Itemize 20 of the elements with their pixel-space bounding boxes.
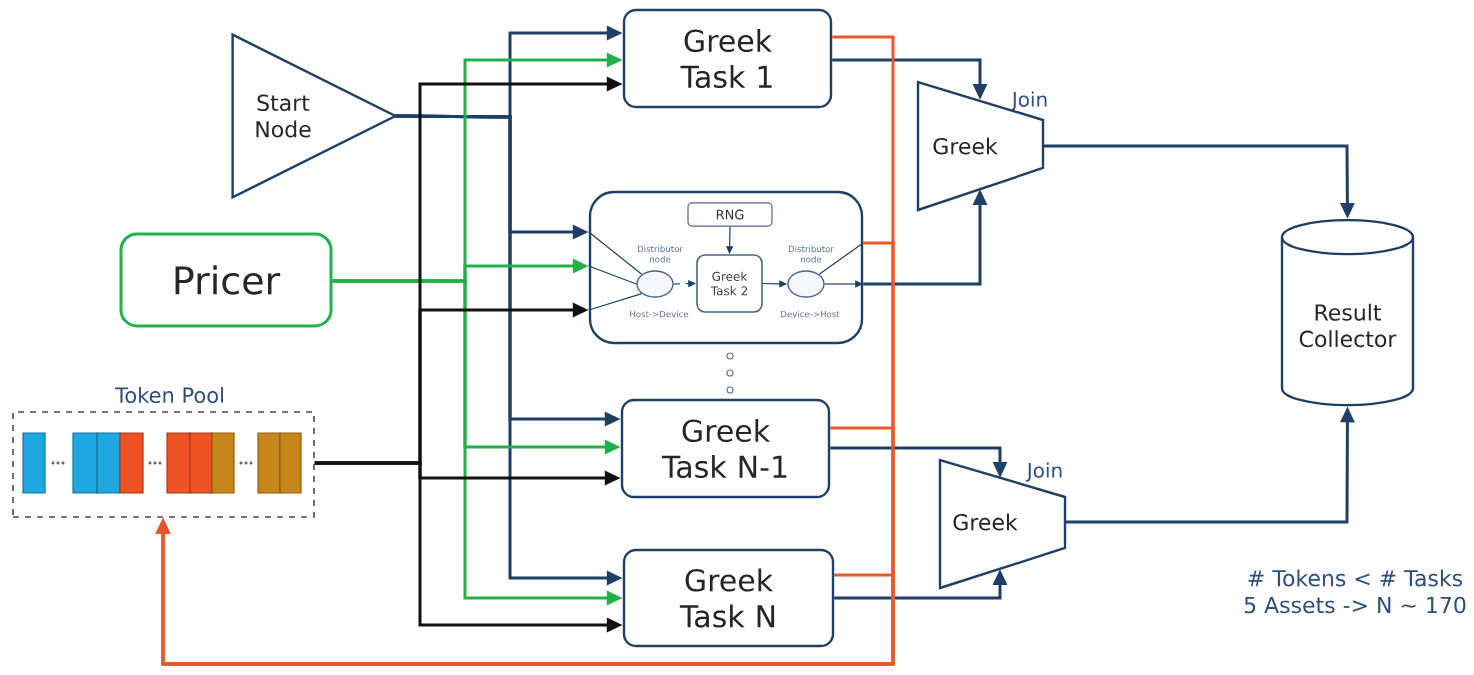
token-pool-box: Token Pool bbox=[12, 386, 315, 518]
task-box: Greek Task 2 bbox=[696, 254, 763, 313]
distributor-circle bbox=[636, 270, 674, 298]
note-text: # Tokens < # Tasks bbox=[1248, 569, 1463, 587]
task-box: Greek Task 1 bbox=[622, 8, 833, 109]
task-box: Greek Task N bbox=[622, 548, 835, 648]
collector-cylinder: Result Collector bbox=[1280, 218, 1415, 407]
caption-text: Device->Host bbox=[781, 310, 840, 318]
pricer-box: Pricer bbox=[119, 232, 333, 328]
task-box: Greek Task N-1 bbox=[620, 398, 831, 499]
rng-box: RNG bbox=[687, 202, 773, 227]
join-label: Join bbox=[1025, 462, 1062, 482]
distributor-circle bbox=[787, 270, 825, 298]
caption-text: Distributor node bbox=[637, 245, 683, 263]
caption-text: Distributor node bbox=[788, 245, 834, 263]
note-text: 5 Assets -> N ~ 170 bbox=[1244, 596, 1466, 614]
join-label: Join bbox=[1010, 91, 1047, 111]
container-box bbox=[588, 190, 864, 345]
node-label: Token Pool bbox=[115, 386, 223, 404]
caption-text: Host->Device bbox=[630, 310, 689, 318]
